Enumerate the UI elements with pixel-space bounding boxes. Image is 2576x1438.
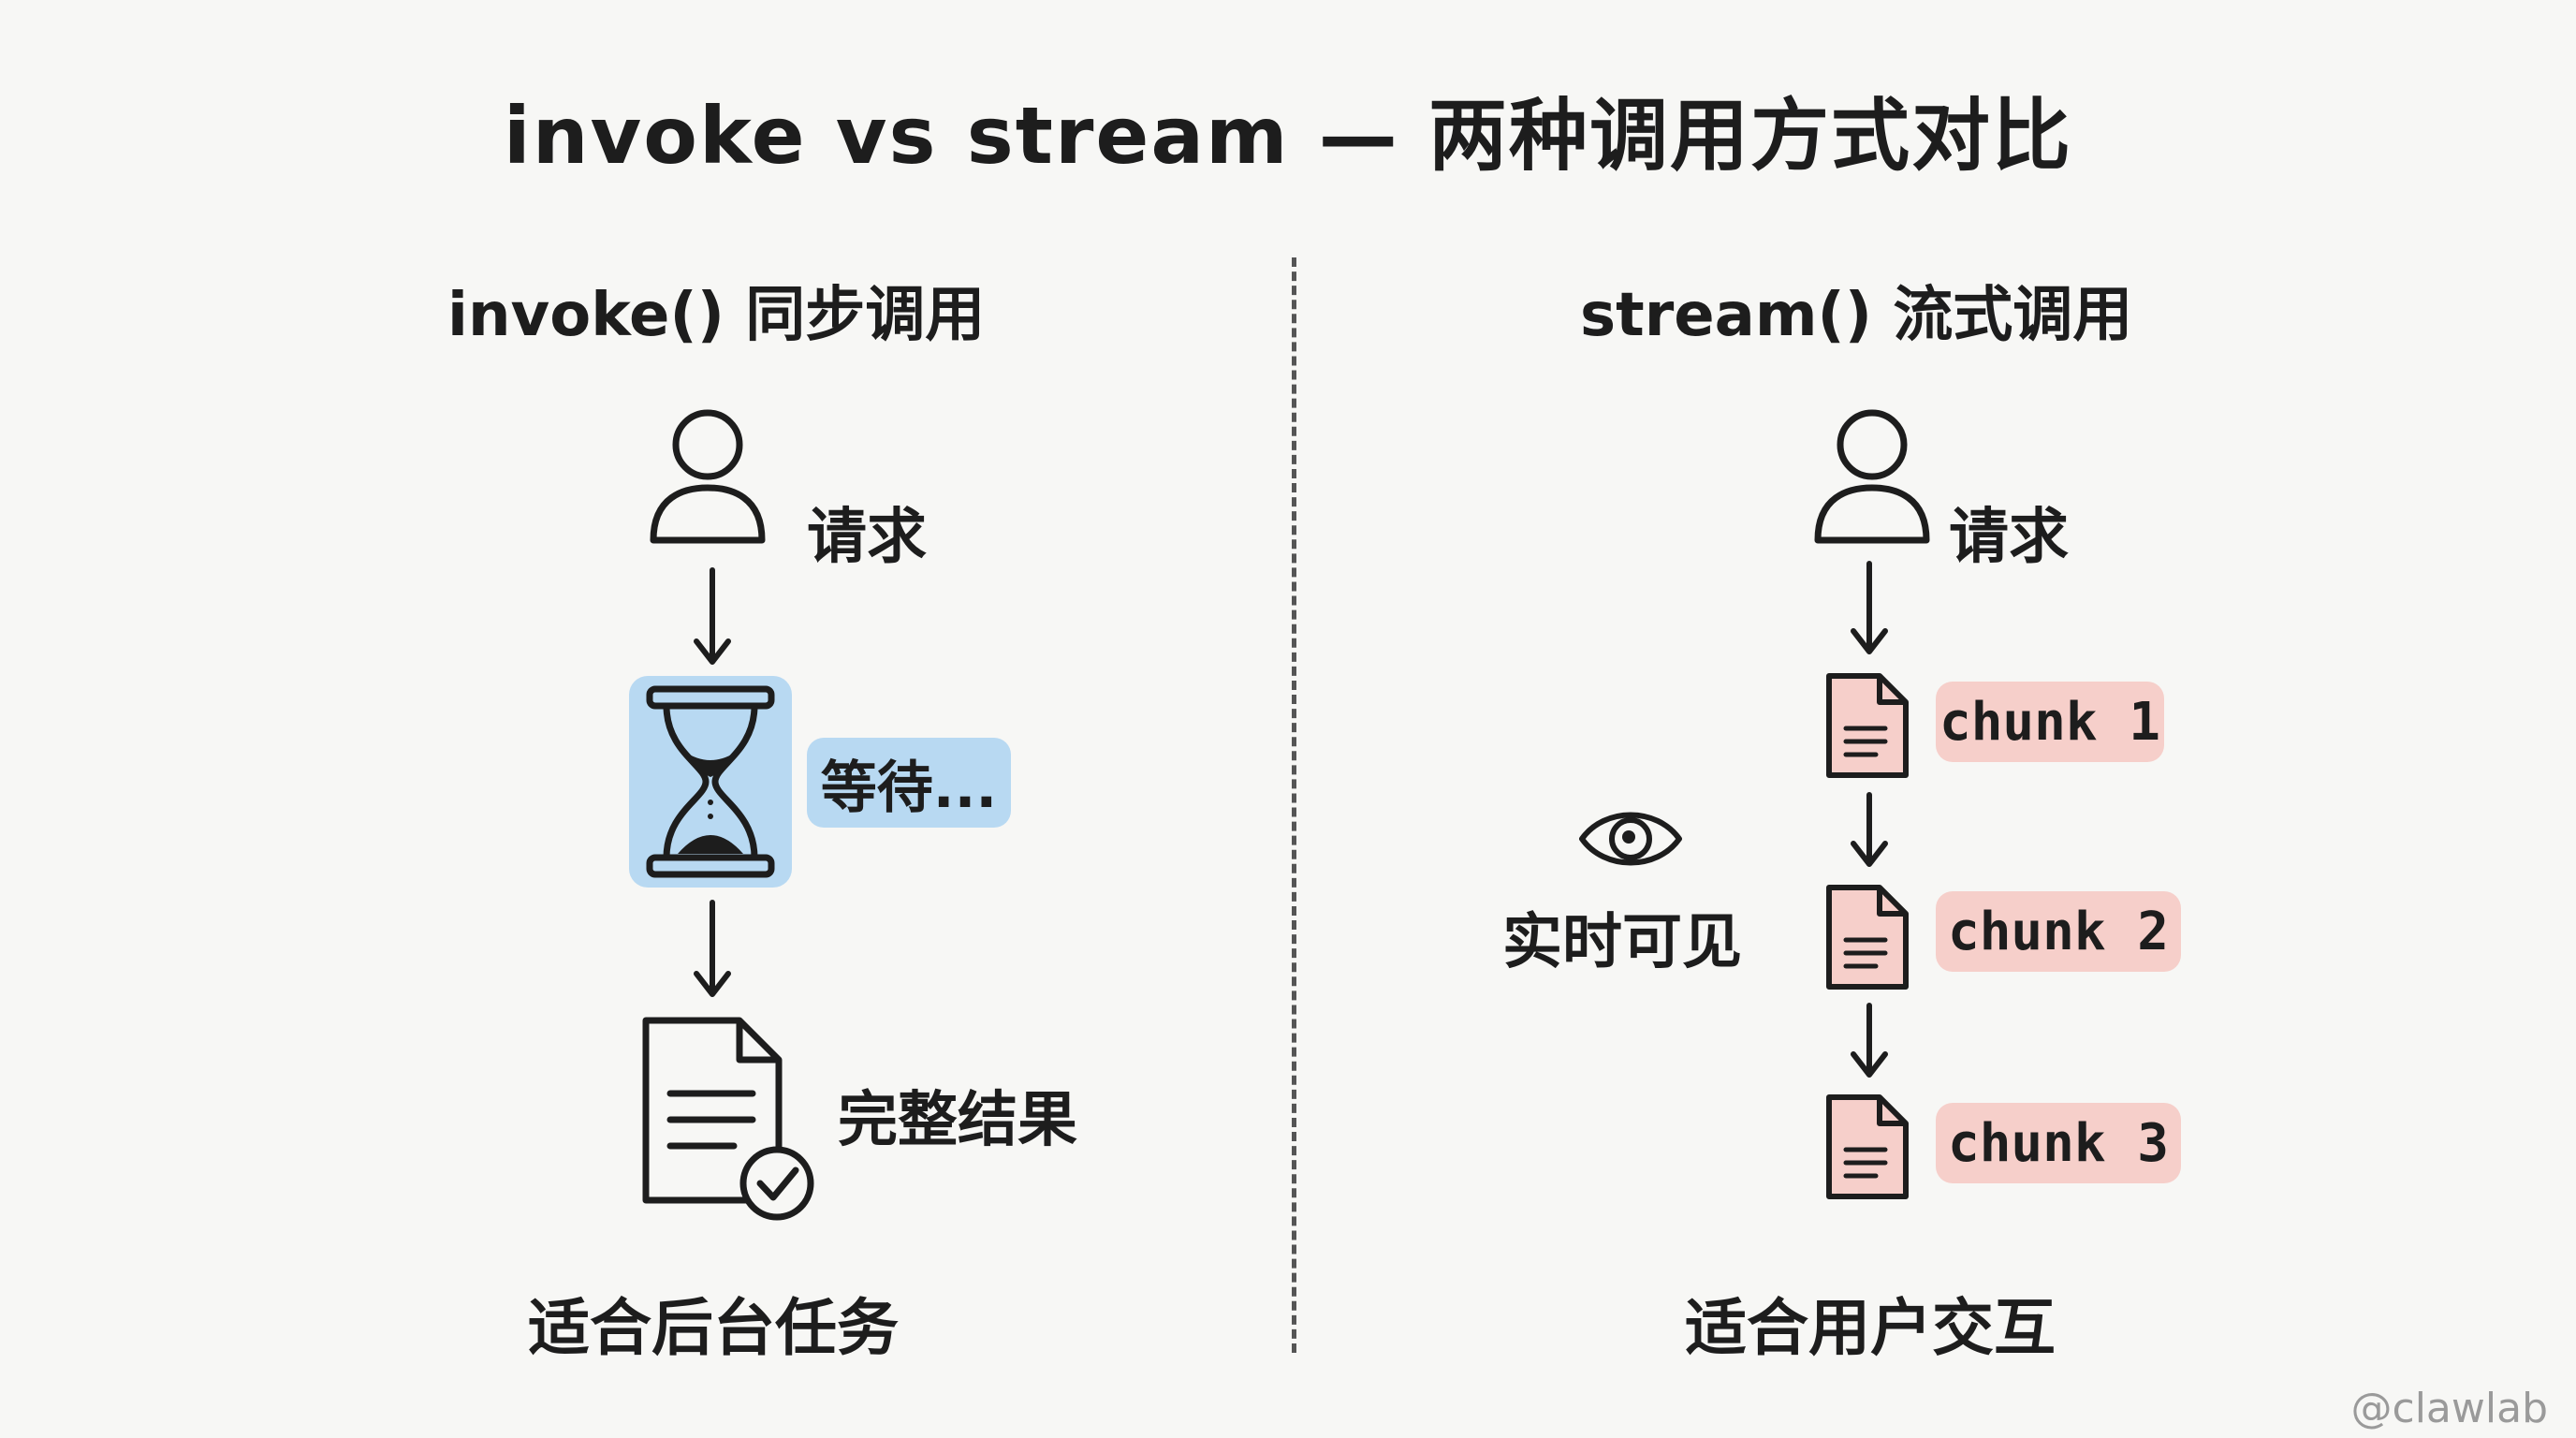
center-divider — [1292, 257, 1296, 1353]
realtime-label: 实时可见 — [1502, 908, 1742, 977]
wait-badge: 等待... — [807, 738, 1011, 828]
arrow-down-icon — [694, 567, 731, 665]
document-check-icon — [642, 1017, 814, 1221]
invoke-footer: 适合后台任务 — [528, 1292, 899, 1364]
chunk-badge-2: chunk 2 — [1936, 891, 2181, 972]
user-icon — [1814, 409, 1930, 544]
result-label: 完整结果 — [838, 1086, 1077, 1155]
stream-request-label: 请求 — [1949, 503, 2069, 572]
chunk-document-icon — [1826, 885, 1909, 990]
chunk-badge-3: chunk 3 — [1936, 1103, 2181, 1183]
hourglass-icon — [646, 685, 775, 878]
arrow-down-icon — [694, 900, 731, 997]
eye-icon — [1579, 812, 1682, 866]
page-title: invoke vs stream — 两种调用方式对比 — [503, 90, 2073, 182]
user-icon — [650, 409, 766, 544]
stream-footer: 适合用户交互 — [1685, 1292, 2056, 1364]
invoke-heading: invoke() 同步调用 — [447, 281, 986, 350]
arrow-down-icon — [1851, 561, 1888, 654]
invoke-request-label: 请求 — [807, 503, 927, 572]
stream-heading: stream() 流式调用 — [1580, 281, 2133, 350]
arrow-down-icon — [1851, 1003, 1888, 1078]
arrow-down-icon — [1851, 792, 1888, 867]
chunk-document-icon — [1826, 673, 1909, 778]
chunk-badge-1: chunk 1 — [1936, 682, 2164, 762]
chunk-document-icon — [1826, 1094, 1909, 1199]
watermark: @clawlab — [2350, 1385, 2548, 1432]
